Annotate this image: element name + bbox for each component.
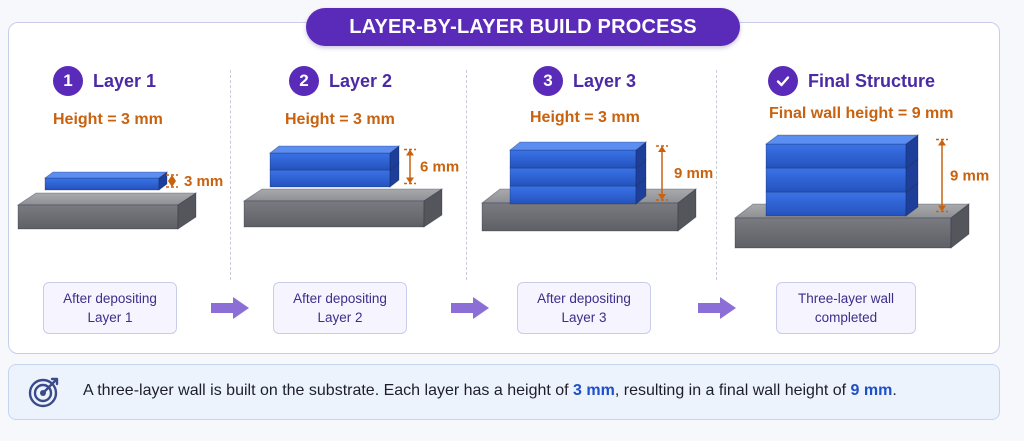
dimension-arrowhead: [168, 175, 176, 181]
wall-layer-front: [765, 191, 907, 217]
dimension-arrowhead: [938, 205, 946, 212]
substrate-front: [243, 200, 425, 228]
summary-value-final-height: 9 mm: [850, 382, 893, 399]
step-3-height-label: Height = 3 mm: [530, 109, 640, 126]
wall-layer-front: [509, 167, 637, 187]
dimension-arrowhead: [168, 181, 176, 187]
wall-layer-front: [765, 143, 907, 169]
step-4-caption-line1: Three-layer wall: [797, 290, 895, 306]
summary-bar: A three-layer wall is built on the subst…: [8, 364, 1000, 420]
step-2-caption: After depositing Layer 2: [273, 282, 407, 334]
wall-layer-top: [43, 171, 169, 179]
target-icon: [28, 377, 59, 408]
step-divider: [716, 70, 717, 280]
step-1-header: 1 Layer 1: [53, 66, 156, 96]
wall-layer-top: [268, 145, 401, 154]
step-2-height-label: Height = 3 mm: [285, 111, 395, 128]
summary-text-c: .: [892, 382, 897, 399]
summary-text-a: A three-layer wall is built on the subst…: [83, 382, 574, 399]
step-2-caption-line2: Layer 2: [317, 309, 363, 325]
check-icon: [768, 66, 798, 96]
step-1-number: 1: [53, 66, 83, 96]
arrow-right-icon: [451, 297, 489, 319]
step-1-height-label: Height = 3 mm: [53, 111, 163, 128]
step-1-caption: After depositing Layer 1: [43, 282, 177, 334]
step-divider: [230, 70, 231, 280]
step-3-number: 3: [533, 66, 563, 96]
step-3-header: 3 Layer 3: [533, 66, 636, 96]
step-divider: [466, 70, 467, 280]
step-3-caption: After depositing Layer 3: [517, 282, 651, 334]
wall-layer-top: [764, 134, 920, 145]
dimension-label: 9 mm: [950, 168, 989, 185]
substrate-front: [17, 204, 179, 230]
substrate-side: [950, 203, 970, 249]
substrate-top: [16, 192, 198, 206]
wall-layer-top: [508, 141, 648, 151]
step-2-caption-line1: After depositing: [293, 290, 387, 306]
dimension-arrowhead: [406, 149, 414, 156]
step-4-header: Final Structure: [768, 66, 935, 96]
step-4-caption-line2: completed: [814, 309, 878, 325]
summary-text-b: , resulting in a final wall height of: [614, 382, 851, 399]
substrate-side: [677, 188, 697, 232]
summary-text: A three-layer wall is built on the subst…: [83, 382, 897, 400]
step-2-header: 2 Layer 2: [289, 66, 392, 96]
step-4-caption: Three-layer wall completed: [776, 282, 916, 334]
step-3-caption-line1: After depositing: [537, 290, 631, 306]
wall-layer-front: [509, 185, 637, 205]
arrow-right-icon: [211, 297, 249, 319]
step-1-caption-line2: Layer 1: [87, 309, 133, 325]
substrate-side: [177, 192, 197, 230]
dimension-label: 9 mm: [674, 165, 713, 182]
wall-layer-front: [269, 169, 391, 188]
wall-layer-side: [635, 177, 647, 205]
wall-layer-side: [635, 159, 647, 187]
substrate-top: [242, 188, 444, 202]
dimension-arrowhead: [658, 194, 666, 200]
dimension-arrowhead: [938, 139, 946, 146]
step-1-title: Layer 1: [93, 70, 157, 91]
step-2-title: Layer 2: [329, 70, 393, 91]
step-3-caption-line2: Layer 3: [561, 309, 607, 325]
wall-layer-side: [635, 141, 647, 169]
wall-layer-front: [765, 167, 907, 193]
dimension-arrowhead: [658, 146, 666, 152]
substrate-side: [423, 188, 443, 228]
wall-layer-front: [509, 149, 637, 169]
step-4-height-label: Final wall height = 9 mm: [769, 105, 954, 122]
substrate-front: [734, 217, 952, 249]
dimension-label: 6 mm: [420, 159, 459, 176]
dimension-arrowhead: [406, 177, 414, 184]
dimension-label: 3 mm: [184, 173, 223, 190]
wall-layer-front: [269, 152, 391, 171]
arrow-right-icon: [698, 297, 736, 319]
step-3-title: Layer 3: [573, 70, 637, 91]
substrate-front: [481, 202, 679, 232]
step-2-number: 2: [289, 66, 319, 96]
step-4-title: Final Structure: [808, 70, 936, 91]
page-title: LAYER-BY-LAYER BUILD PROCESS: [306, 8, 740, 46]
step-1-caption-line1: After depositing: [63, 290, 157, 306]
wall-layer-front: [44, 177, 160, 191]
summary-value-layer-height: 3 mm: [573, 382, 615, 399]
